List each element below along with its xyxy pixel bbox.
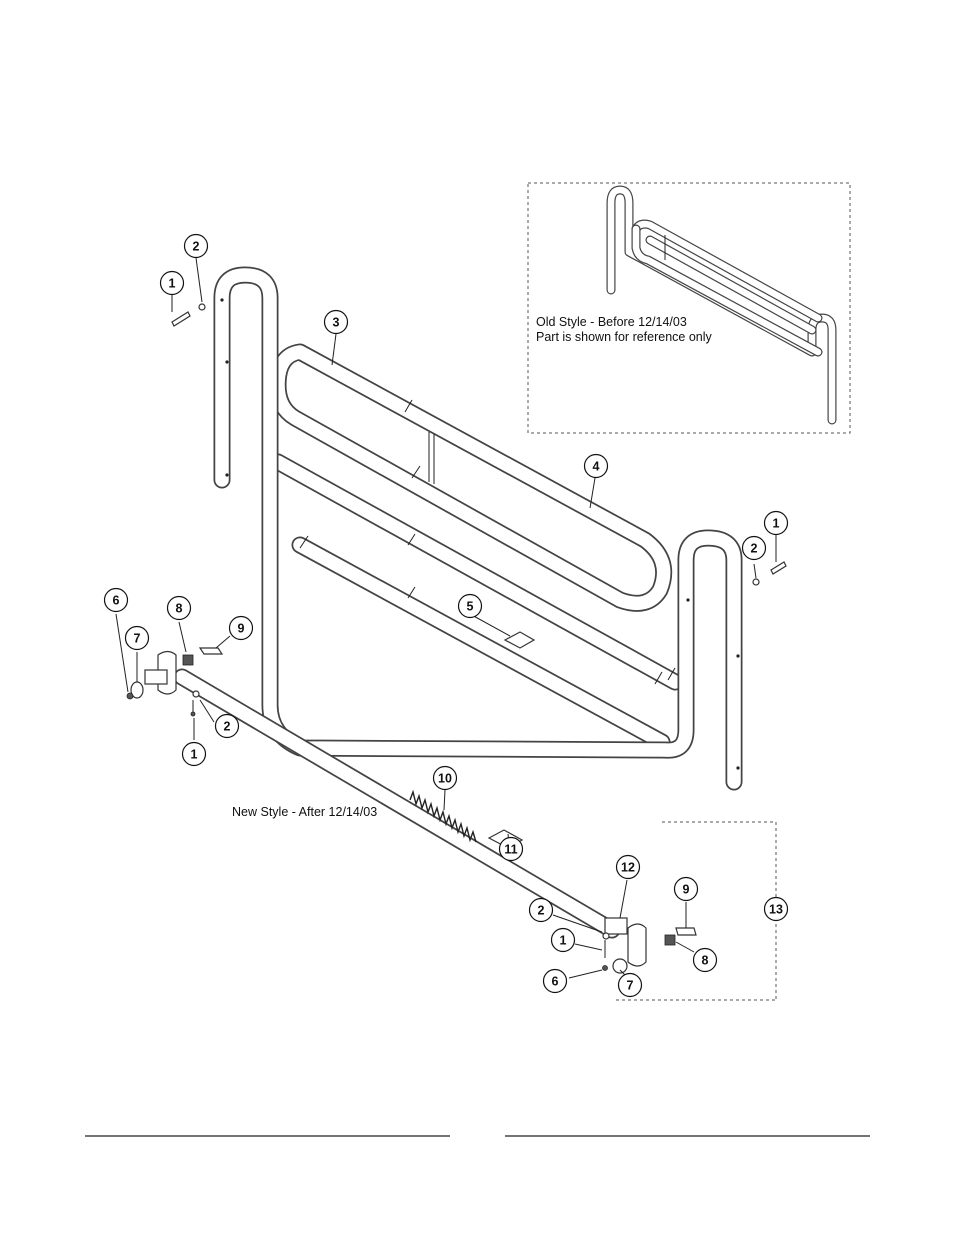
svg-text:2: 2 <box>751 542 758 556</box>
callout-10: 10 <box>434 767 457 790</box>
svg-text:2: 2 <box>193 240 200 254</box>
svg-text:8: 8 <box>176 602 183 616</box>
callout-9-left: 9 <box>230 617 253 640</box>
callout-2-left-bar: 2 <box>216 715 239 738</box>
callout-6-left: 6 <box>105 589 128 612</box>
svg-text:9: 9 <box>238 622 245 636</box>
svg-text:4: 4 <box>593 460 600 474</box>
callout-7-left: 7 <box>126 627 149 650</box>
callout-8-left: 8 <box>168 597 191 620</box>
left-end-fitting <box>127 648 222 716</box>
callout-3: 3 <box>325 311 348 334</box>
callout-5: 5 <box>459 595 482 618</box>
svg-text:1: 1 <box>773 517 780 531</box>
rail-clip-part <box>505 632 534 648</box>
fastener-right <box>753 562 786 585</box>
callout-12: 12 <box>617 856 640 879</box>
callout-1-top-left: 1 <box>161 272 184 295</box>
svg-text:8: 8 <box>702 954 709 968</box>
callout-13: 13 <box>765 898 788 921</box>
callout-11: 11 <box>500 838 523 861</box>
side-rail-assembly <box>220 275 739 782</box>
svg-text:1: 1 <box>169 277 176 291</box>
svg-text:6: 6 <box>113 594 120 608</box>
old-style-inset: Old Style - Before 12/14/03 Part is show… <box>528 183 850 433</box>
svg-text:3: 3 <box>333 316 340 330</box>
callout-1-left-bar: 1 <box>183 743 206 766</box>
svg-text:1: 1 <box>191 748 198 762</box>
svg-text:7: 7 <box>627 979 634 993</box>
new-style-note: New Style - After 12/14/03 <box>232 805 377 819</box>
callout-9-right: 9 <box>675 878 698 901</box>
callout-2-right-bar: 2 <box>530 899 553 922</box>
fastener-top-left <box>172 304 205 326</box>
callout-6-right: 6 <box>544 970 567 993</box>
svg-text:10: 10 <box>438 772 452 786</box>
svg-text:6: 6 <box>552 975 559 989</box>
svg-text:5: 5 <box>467 600 474 614</box>
svg-text:9: 9 <box>683 883 690 897</box>
svg-text:2: 2 <box>538 904 545 918</box>
callout-1-right: 1 <box>765 512 788 535</box>
callout-2-right: 2 <box>743 537 766 560</box>
assembly-13-bracket <box>616 822 776 1000</box>
old-style-rail-drawing <box>611 190 832 420</box>
svg-text:11: 11 <box>504 843 517 857</box>
svg-text:2: 2 <box>224 720 231 734</box>
svg-text:12: 12 <box>621 861 635 875</box>
callout-8-right: 8 <box>694 949 717 972</box>
callout-4: 4 <box>585 455 608 478</box>
old-style-note-line1: Old Style - Before 12/14/03 <box>536 315 687 329</box>
callout-7-right: 7 <box>619 974 642 997</box>
callout-1-right-bar: 1 <box>552 929 575 952</box>
svg-text:13: 13 <box>769 903 783 917</box>
svg-text:7: 7 <box>134 632 141 646</box>
svg-text:1: 1 <box>560 934 567 948</box>
callout-2-top-left: 2 <box>185 235 208 258</box>
old-style-note-line2: Part is shown for reference only <box>536 330 713 344</box>
